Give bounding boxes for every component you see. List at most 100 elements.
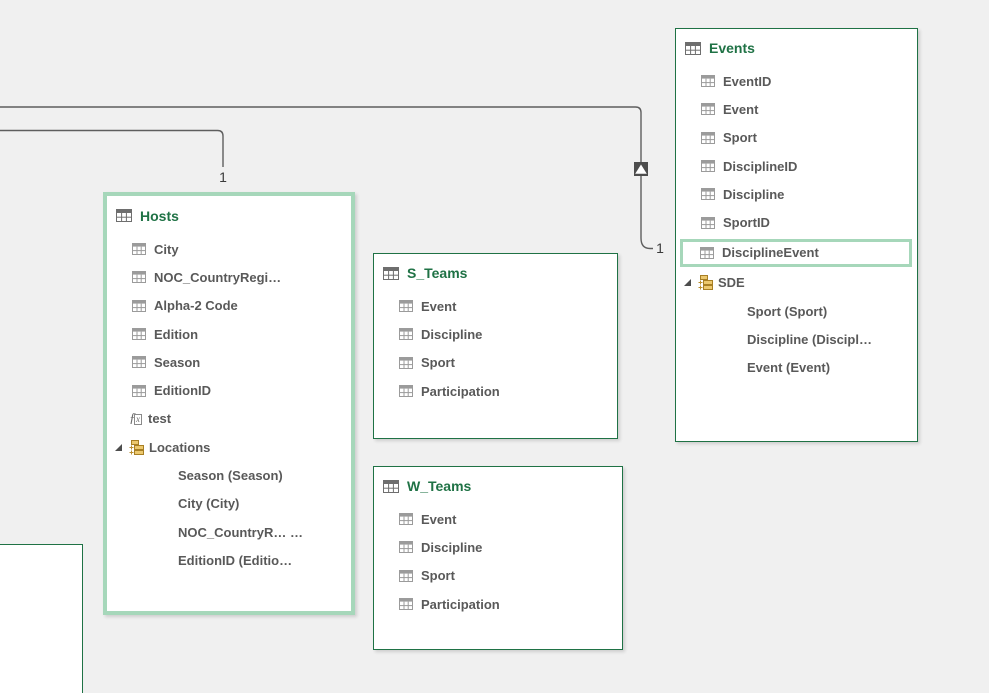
- field-row-event[interactable]: Event: [676, 95, 917, 123]
- table-icon: [383, 480, 399, 493]
- cardinality-label-one-events: 1: [656, 240, 664, 256]
- field-row-discipline[interactable]: Discipline: [374, 320, 617, 348]
- hierarchy-child-label: Sport (Sport): [747, 303, 828, 319]
- column-icon: [132, 356, 146, 368]
- field-label: NOC_CountryRegi…: [154, 269, 282, 285]
- field-label: test: [148, 411, 172, 427]
- field-row-editionid[interactable]: EditionID: [107, 376, 351, 404]
- field-row-sport[interactable]: Sport: [374, 562, 622, 590]
- field-label: Discipline: [723, 186, 785, 202]
- partial-table-offscreen[interactable]: [0, 544, 83, 693]
- field-label: Participation: [421, 383, 500, 399]
- column-icon: [701, 132, 715, 144]
- field-row-noc-countryregion[interactable]: NOC_CountryRegi…: [107, 263, 351, 291]
- column-icon: [132, 300, 146, 312]
- cardinality-label-one-hosts: 1: [219, 169, 227, 185]
- field-label: EditionID: [154, 383, 212, 399]
- column-icon: [399, 385, 413, 397]
- expand-arrow-icon[interactable]: [115, 443, 122, 451]
- table-title: W_Teams: [407, 478, 472, 494]
- field-label: SportID: [723, 215, 770, 231]
- hierarchy-child-label: Season (Season): [178, 468, 283, 484]
- table-s-teams[interactable]: S_Teams Event Discipline Sport Participa…: [373, 253, 618, 439]
- table-title: Events: [709, 40, 755, 56]
- fx-icon: ƒx: [129, 410, 142, 426]
- field-label: Sport: [421, 355, 455, 371]
- hierarchy-child-row[interactable]: Event (Event): [676, 354, 917, 382]
- field-row-discipline[interactable]: Discipline: [676, 180, 917, 208]
- field-label: Participation: [421, 596, 500, 612]
- hierarchy-label: SDE: [718, 275, 745, 291]
- field-label: Sport: [723, 130, 757, 146]
- field-label: Discipline: [421, 326, 483, 342]
- hierarchy-child-row[interactable]: EditionID (Editio…: [107, 546, 351, 574]
- field-label: Discipline: [421, 539, 483, 555]
- field-row-event[interactable]: Event: [374, 505, 622, 533]
- table-icon: [383, 267, 399, 280]
- hierarchy-label: Locations: [149, 439, 211, 455]
- field-label: Season: [154, 354, 201, 370]
- field-label: Alpha-2 Code: [154, 298, 238, 314]
- relationship-line-to-hosts[interactable]: [0, 129, 224, 168]
- column-icon: [132, 385, 146, 397]
- field-label: Edition: [154, 326, 199, 342]
- field-label: Sport: [421, 568, 455, 584]
- column-icon: [701, 188, 715, 200]
- relationship-filter-arrow-icon[interactable]: [634, 162, 648, 176]
- field-row-sportid[interactable]: SportID: [676, 208, 917, 236]
- table-hosts[interactable]: Hosts City NOC_CountryRegi… Alpha-2 Code…: [103, 192, 355, 615]
- field-label: DisciplineEvent: [722, 245, 819, 261]
- table-events-header[interactable]: Events: [676, 29, 917, 67]
- column-icon: [701, 217, 715, 229]
- field-row-edition[interactable]: Edition: [107, 320, 351, 348]
- table-hosts-header[interactable]: Hosts: [107, 196, 351, 235]
- column-icon: [701, 75, 715, 87]
- hierarchy-child-label: City (City): [178, 496, 240, 512]
- hierarchy-child-row[interactable]: NOC_CountryR… …: [107, 518, 351, 546]
- table-s-teams-header[interactable]: S_Teams: [374, 254, 617, 292]
- field-row-city[interactable]: City: [107, 235, 351, 263]
- field-row-event[interactable]: Event: [374, 292, 617, 320]
- field-row-eventid[interactable]: EventID: [676, 67, 917, 95]
- field-row-season[interactable]: Season: [107, 348, 351, 376]
- hierarchy-child-row[interactable]: Sport (Sport): [676, 297, 917, 325]
- table-icon: [116, 209, 132, 222]
- field-label: EventID: [723, 73, 772, 89]
- field-row-disciplineid[interactable]: DisciplineID: [676, 152, 917, 180]
- hierarchy-child-row[interactable]: Season (Season): [107, 461, 351, 489]
- field-row-alpha2-code[interactable]: Alpha-2 Code: [107, 292, 351, 320]
- column-icon: [399, 598, 413, 610]
- hierarchy-child-label: Event (Event): [747, 360, 831, 376]
- field-row-participation[interactable]: Participation: [374, 377, 617, 405]
- table-w-teams[interactable]: W_Teams Event Discipline Sport Participa…: [373, 466, 623, 650]
- column-icon: [132, 243, 146, 255]
- hierarchy-child-label: NOC_CountryR… …: [178, 524, 303, 540]
- field-row-test-calculated[interactable]: ƒx test: [107, 405, 351, 433]
- column-icon: [399, 357, 413, 369]
- hierarchy-row-locations[interactable]: Locations: [107, 433, 351, 461]
- table-events[interactable]: Events EventID Event Sport DisciplineID …: [675, 28, 918, 442]
- field-row-participation[interactable]: Participation: [374, 590, 622, 618]
- column-icon: [700, 247, 714, 259]
- hierarchy-icon: [697, 275, 713, 290]
- field-label: Event: [421, 511, 457, 527]
- table-w-teams-header[interactable]: W_Teams: [374, 467, 622, 505]
- field-label: Event: [421, 298, 457, 314]
- hierarchy-child-row[interactable]: Discipline (Discipl…: [676, 325, 917, 353]
- field-row-disciplineevent-highlighted[interactable]: DisciplineEvent: [680, 238, 912, 267]
- hierarchy-row-sde[interactable]: SDE: [676, 269, 917, 297]
- field-row-discipline[interactable]: Discipline: [374, 533, 622, 561]
- field-row-sport[interactable]: Sport: [374, 349, 617, 377]
- expand-arrow-icon[interactable]: [684, 279, 691, 287]
- field-label: Event: [723, 101, 759, 117]
- column-icon: [132, 271, 146, 283]
- hierarchy-child-row[interactable]: City (City): [107, 490, 351, 518]
- hierarchy-child-label: Discipline (Discipl…: [747, 332, 872, 348]
- field-row-sport[interactable]: Sport: [676, 124, 917, 152]
- column-icon: [399, 513, 413, 525]
- column-icon: [399, 328, 413, 340]
- column-icon: [701, 103, 715, 115]
- column-icon: [701, 160, 715, 172]
- hierarchy-icon: [128, 440, 144, 455]
